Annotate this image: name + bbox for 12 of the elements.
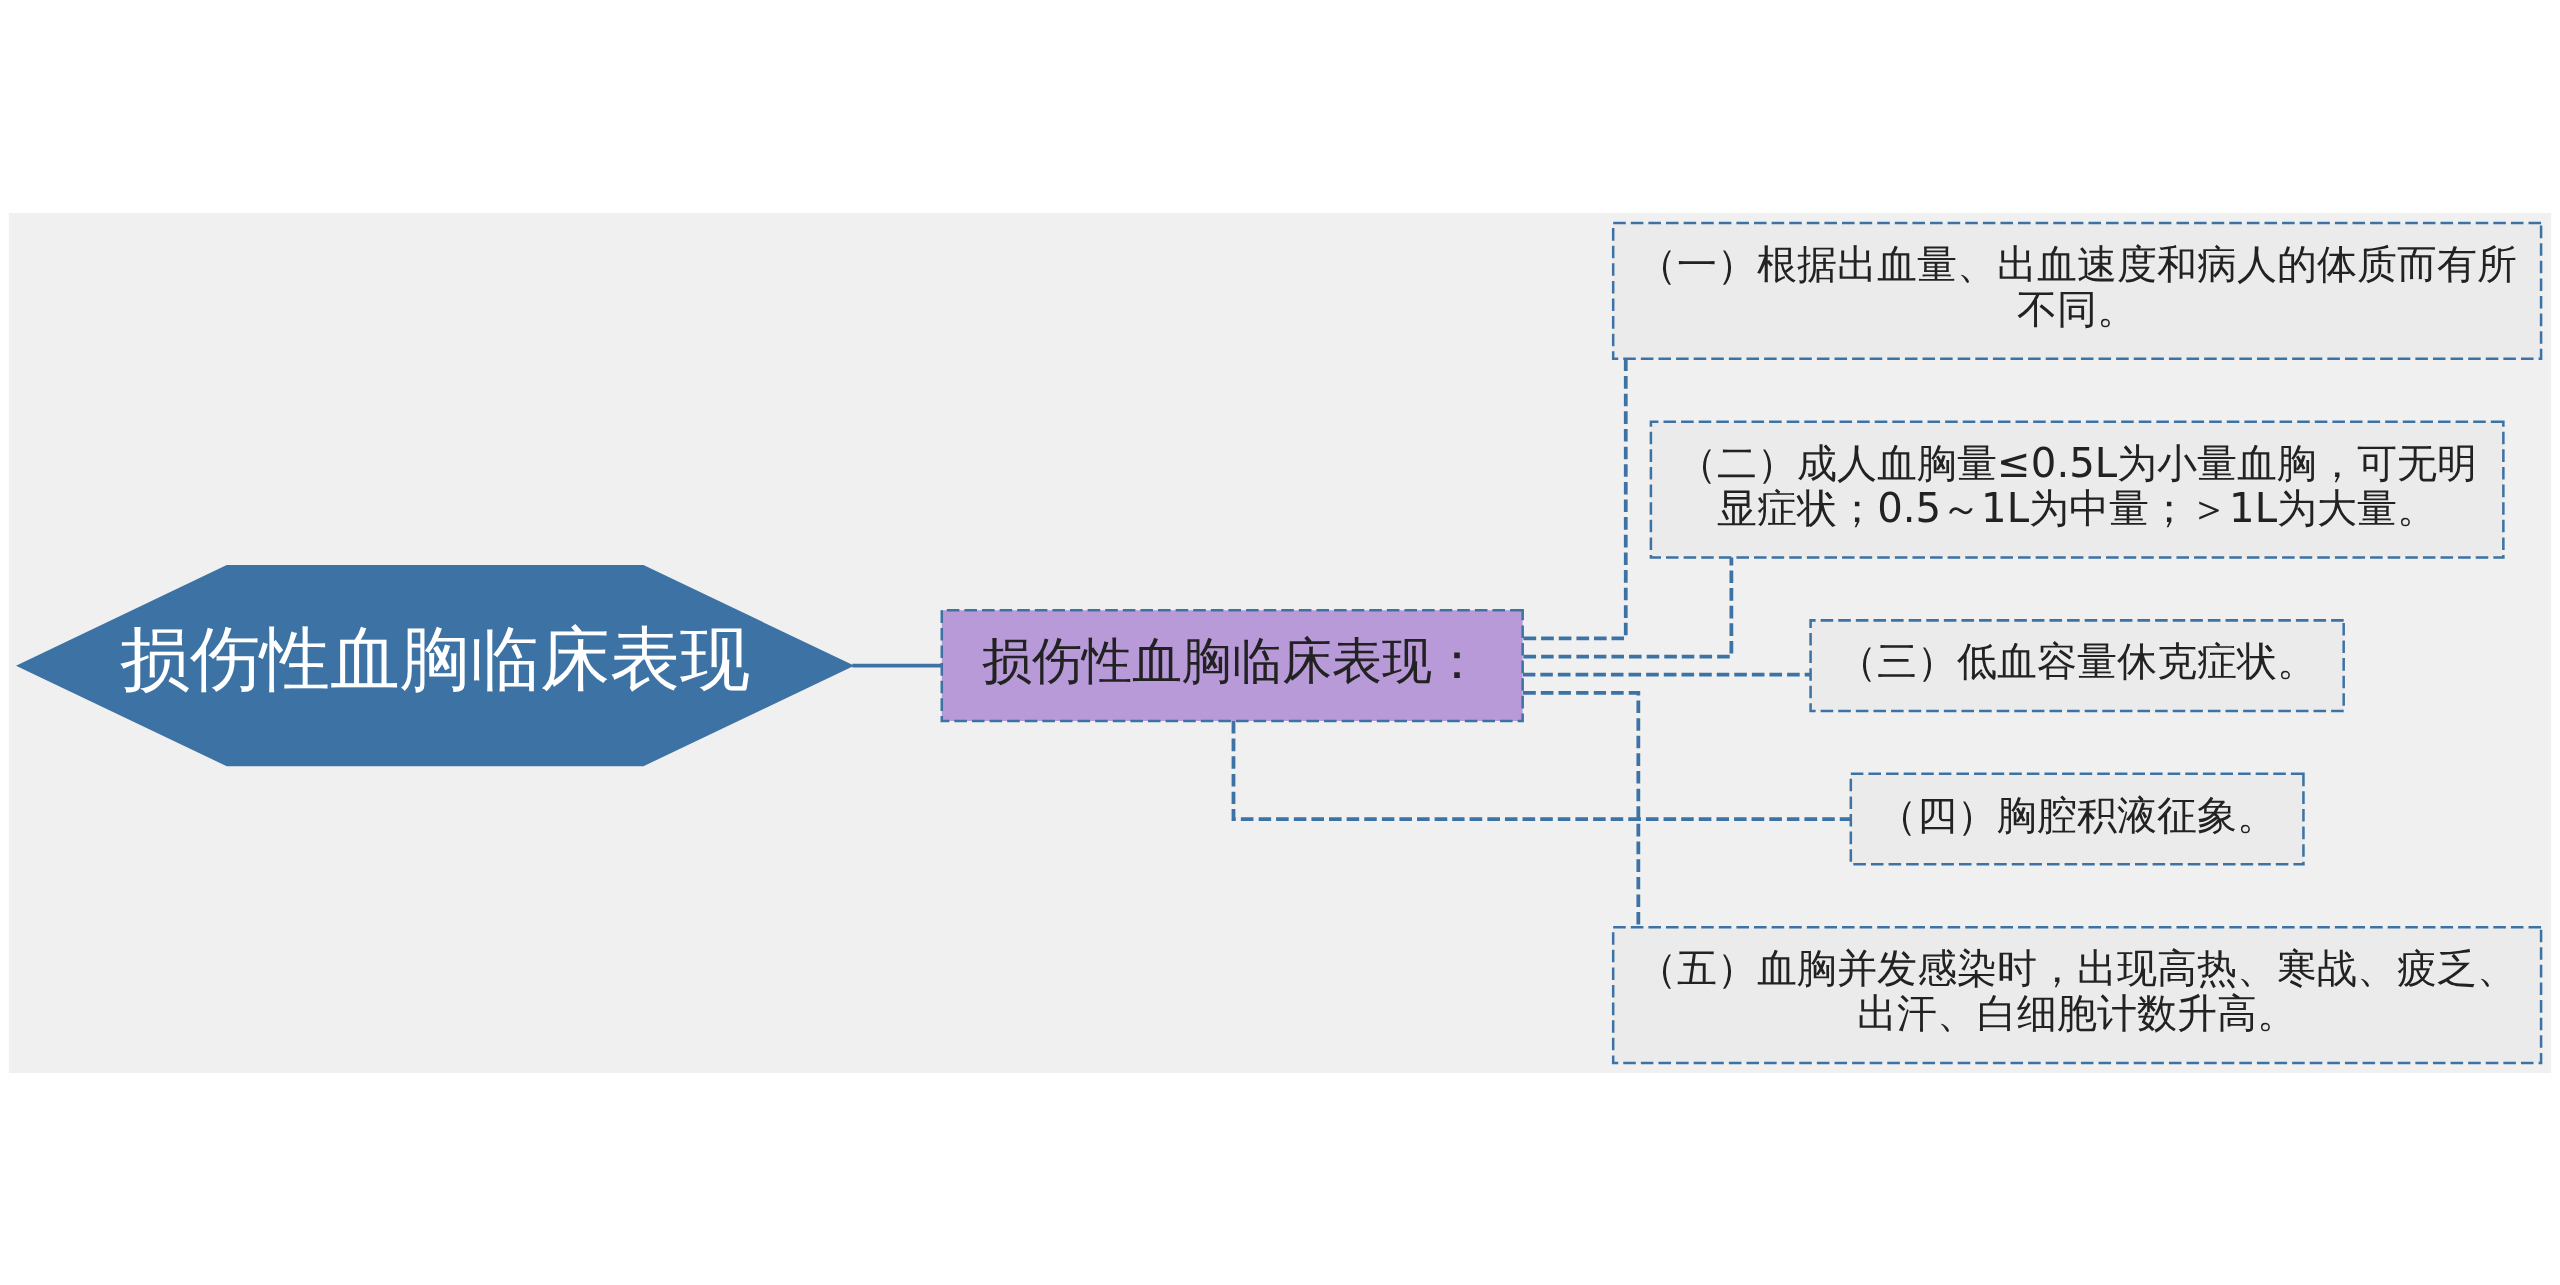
connector [1231, 720, 1850, 821]
connector [1523, 690, 1641, 926]
node-box: （一）根据出血量、出血速度和病人的体质而有所不同。 [1611, 221, 2543, 360]
connector [1523, 672, 1810, 677]
node-box: （三）低血容量休克症状。 [1809, 618, 2345, 712]
connector [852, 663, 942, 667]
connector [1523, 557, 1734, 658]
node-box: 损伤性血胸临床表现： [940, 608, 1524, 722]
node-box: （二）成人血胸量≤0.5L为小量血胸，可无明显症状；0.5～1L为中量；＞1L为大量。 [1649, 419, 2505, 559]
node-box: （五）血胸并发感染时，出现高热、寒战、疲乏、出汗、白细胞计数升高。 [1611, 925, 2543, 1064]
connector [1523, 359, 1628, 640]
node-box: （四）胸腔积液征象。 [1849, 772, 2305, 866]
